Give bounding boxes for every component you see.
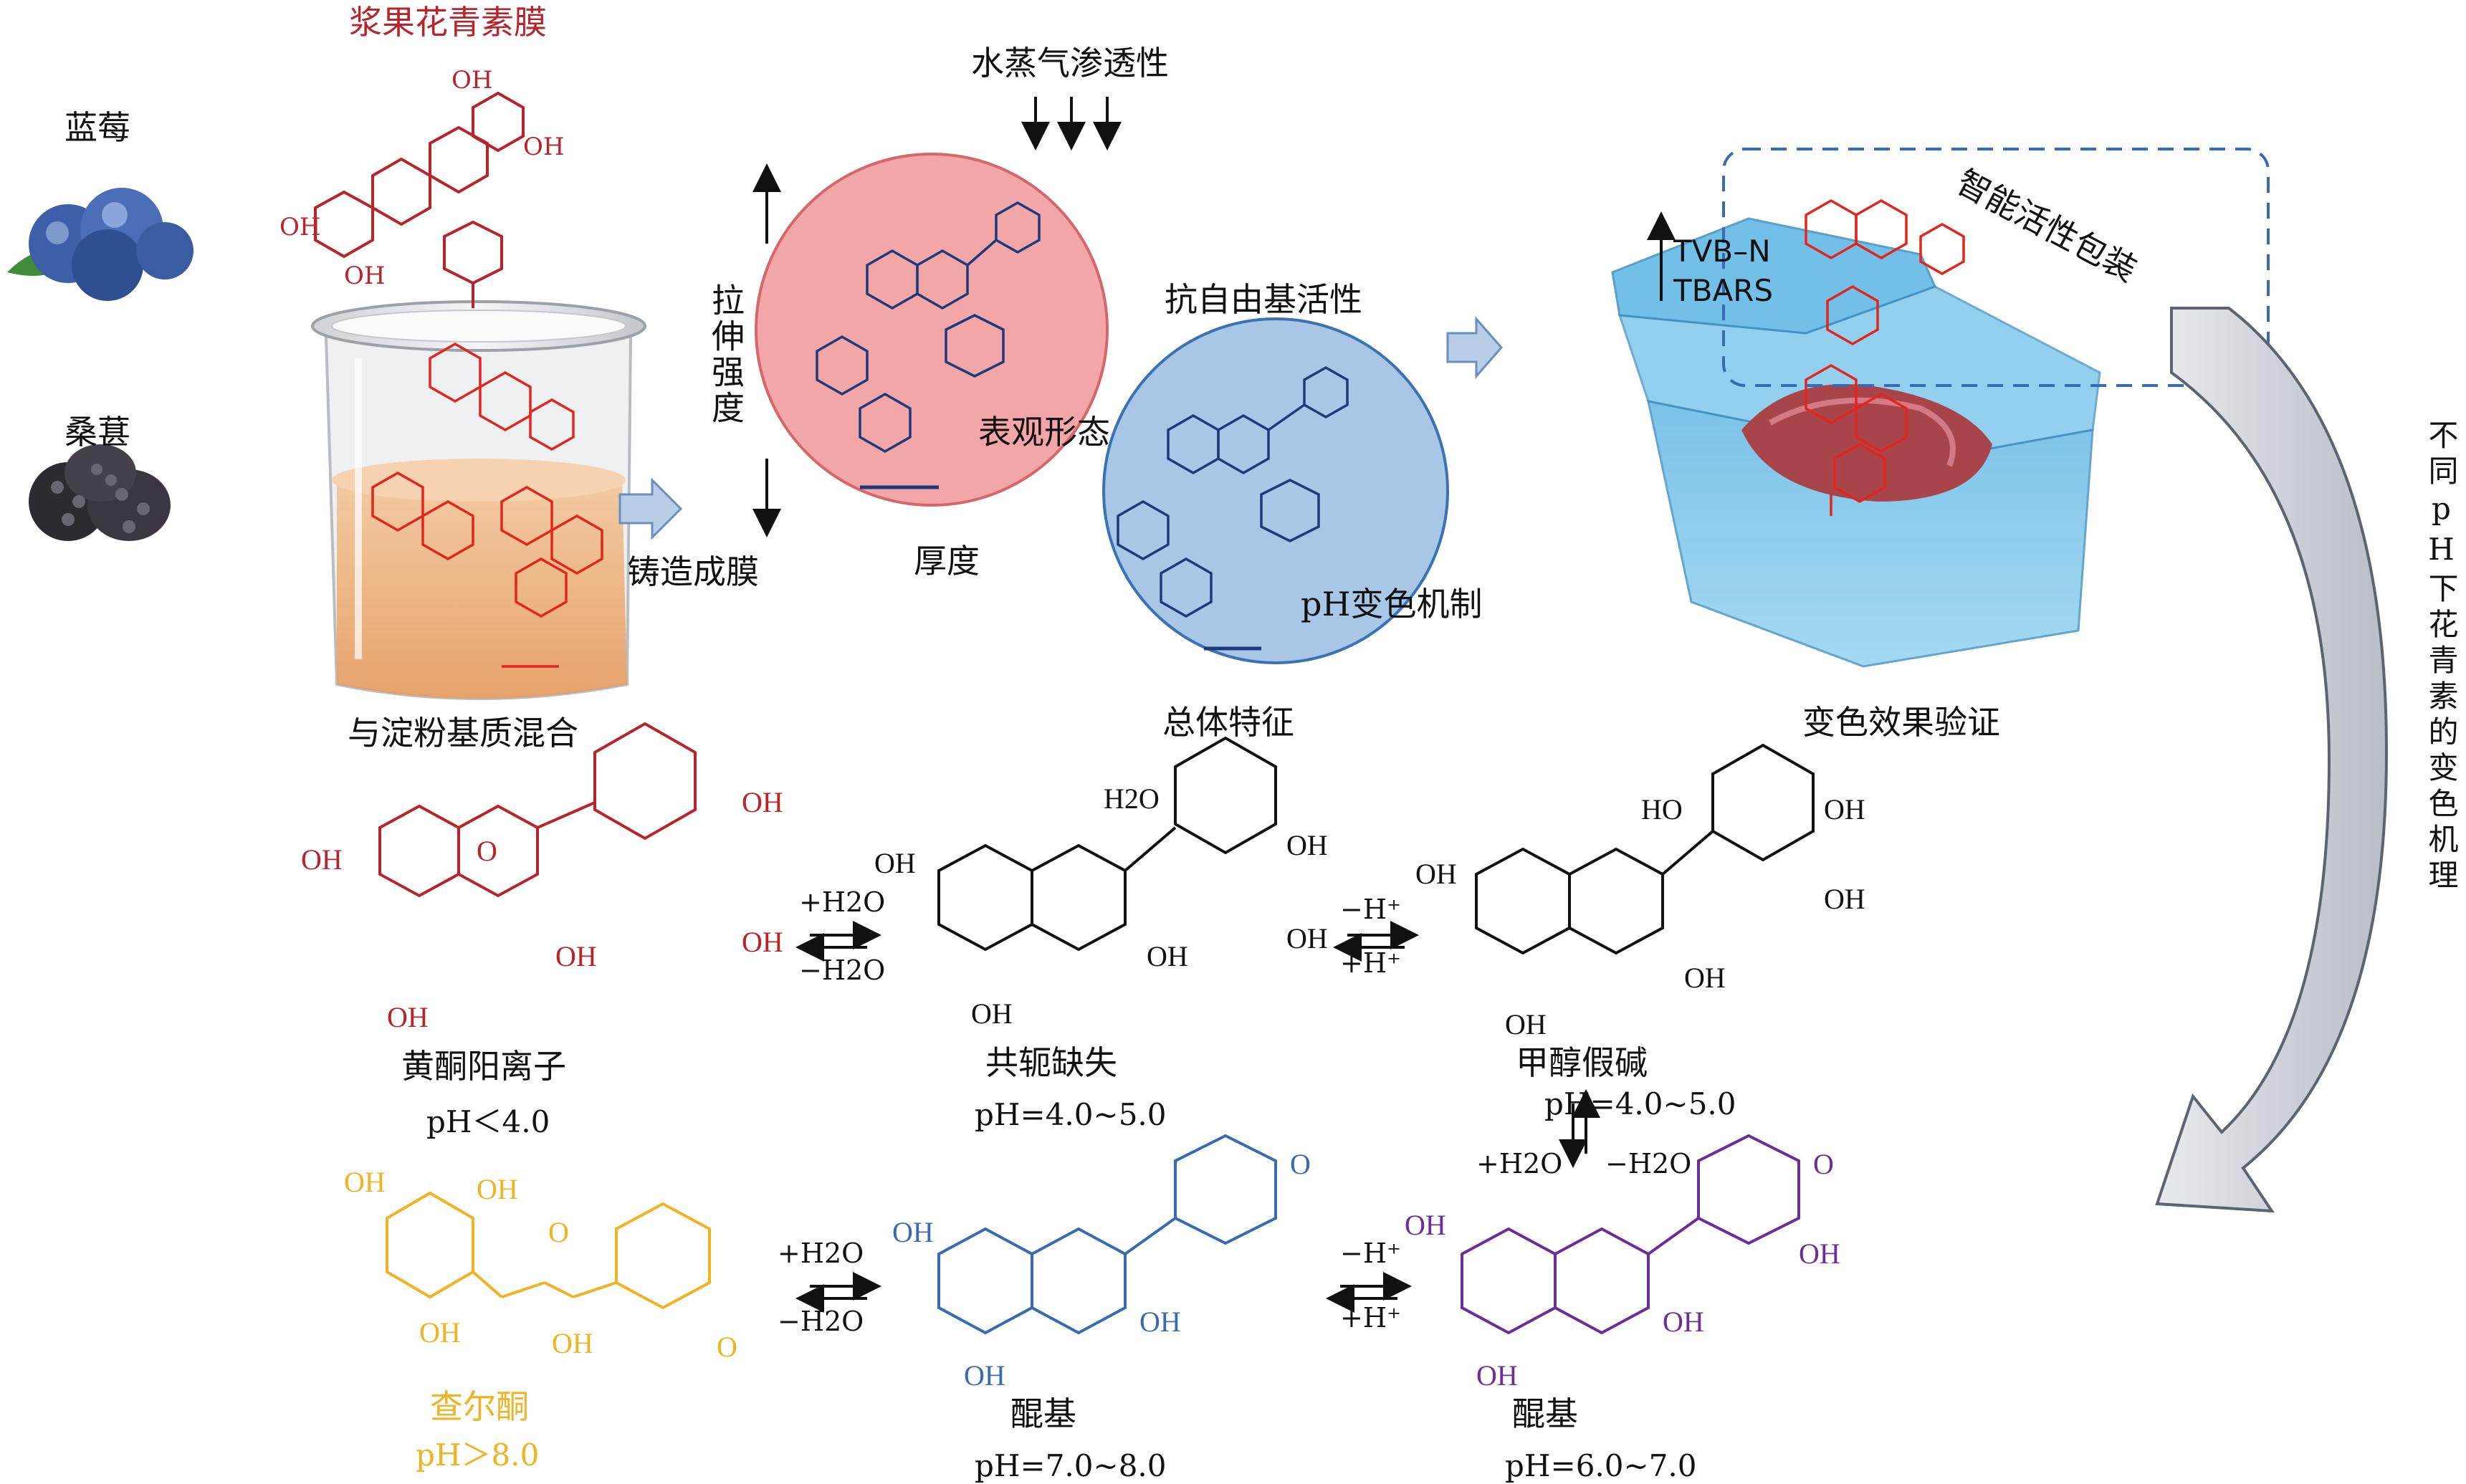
mulberry-image bbox=[29, 444, 171, 541]
flavylium-o: O bbox=[477, 835, 497, 867]
film-molecule-oh-1: OH bbox=[451, 66, 493, 95]
beaker-molecule-structure bbox=[314, 91, 525, 308]
properties-circle-pink bbox=[755, 153, 1109, 507]
beaker-inner-molecules bbox=[371, 342, 603, 668]
chalcone-oh-2: OH bbox=[477, 1173, 518, 1205]
equilibrium-arrows bbox=[795, 921, 1600, 1313]
quinoidal-blue-ph: pH=7.0~8.0 bbox=[975, 1448, 1167, 1483]
quinoidal-purple-structure bbox=[1461, 1134, 1800, 1335]
quinoidal-purple-oh-3: OH bbox=[1663, 1306, 1704, 1338]
mulberry-label: 桑葚 bbox=[64, 413, 130, 451]
conj-oh-3: OH bbox=[1147, 940, 1188, 972]
conjugation-loss-ph: pH=4.0~5.0 bbox=[975, 1097, 1167, 1132]
flavylium-oh-bottom: OH bbox=[742, 926, 783, 958]
carbinol-name: 甲醇假碱 bbox=[1516, 1043, 1648, 1082]
eq2-oh: OH bbox=[1286, 922, 1328, 954]
side-label: 不同pH下花青素的变色机理 bbox=[2424, 419, 2459, 895]
curved-grey-arrow bbox=[2155, 307, 2389, 1213]
chalcone-o: O bbox=[548, 1216, 569, 1248]
overall-label: 总体特征 bbox=[1162, 703, 1294, 742]
eq5-bottom-label: +H⁺ bbox=[1340, 1302, 1402, 1334]
quinoidal-purple-oh-right: OH bbox=[1799, 1238, 1840, 1270]
thickness-label: 厚度 bbox=[914, 542, 980, 580]
eq4-top-label: +H2O bbox=[778, 1238, 864, 1269]
packaging-box-image bbox=[1611, 217, 2101, 668]
eq1-bottom-label: −H2O bbox=[799, 954, 886, 986]
vapor-label: 水蒸气渗透性 bbox=[971, 44, 1169, 82]
chalcone-oh-4: OH bbox=[552, 1327, 593, 1359]
quinoidal-purple-ph: pH=6.0~7.0 bbox=[1505, 1448, 1697, 1483]
conj-oh-right: OH bbox=[1286, 829, 1328, 861]
chalcone-oh-3: OH bbox=[419, 1316, 461, 1349]
carbinol-oh-5: OH bbox=[1505, 1008, 1547, 1040]
chalcone-o-minus: O bbox=[717, 1331, 737, 1363]
eq5-top-label: −H⁺ bbox=[1340, 1238, 1402, 1269]
blue-circle-molecule bbox=[1117, 365, 1349, 651]
flavylium-structure bbox=[378, 722, 697, 898]
film-title: 浆果花青素膜 bbox=[349, 3, 547, 42]
cast-label: 铸造成膜 bbox=[627, 552, 759, 591]
flavylium-oh-left: OH bbox=[301, 843, 343, 876]
quinoidal-blue-oh-left: OH bbox=[892, 1216, 934, 1248]
quinoidal-blue-o: O bbox=[1290, 1148, 1311, 1180]
quinoidal-blue-name: 醌基 bbox=[1010, 1394, 1076, 1433]
flavylium-name: 黄酮阳离子 bbox=[401, 1047, 566, 1086]
flavylium-ph: pH＜4.0 bbox=[426, 1104, 550, 1139]
carbinol-oh-top: OH bbox=[1824, 793, 1865, 825]
process-arrow-1 bbox=[618, 477, 683, 540]
tvbn-label: TVB–N bbox=[1673, 234, 1771, 269]
eq1-top-label: +H2O bbox=[799, 886, 886, 918]
quinoidal-purple-oh-5: OH bbox=[1476, 1359, 1518, 1392]
tensile-label: 拉伸强度 bbox=[707, 283, 745, 426]
appearance-label: 表观形态 bbox=[978, 413, 1110, 451]
antioxidant-label: 抗自由基活性 bbox=[1165, 280, 1362, 319]
quinoidal-blue-oh-5: OH bbox=[964, 1359, 1005, 1392]
ph-mechanism-label: pH变色机制 bbox=[1301, 585, 1483, 623]
film-molecule-oh-3: OH bbox=[279, 213, 321, 241]
carbinol-ph: pH=4.0~5.0 bbox=[1544, 1086, 1736, 1121]
beaker-image bbox=[311, 300, 646, 700]
conj-oh-left: OH bbox=[874, 847, 916, 879]
eq4-bottom-label: −H2O bbox=[778, 1306, 864, 1337]
carbinol-oh-3: OH bbox=[1684, 962, 1726, 994]
quinoidal-blue-oh-3: OH bbox=[1139, 1306, 1181, 1338]
blueberry-label: 蓝莓 bbox=[64, 108, 130, 147]
flavylium-oh-3: OH bbox=[555, 940, 597, 972]
carbinol-ho: HO bbox=[1641, 793, 1683, 825]
flavylium-oh-5: OH bbox=[387, 1001, 429, 1033]
box-molecule-structure bbox=[1805, 198, 1965, 516]
vapor-arrows bbox=[1021, 97, 1122, 150]
quinoidal-purple-name: 醌基 bbox=[1512, 1394, 1578, 1433]
quinoidal-purple-o: O bbox=[1813, 1148, 1834, 1180]
carbinol-oh-bottom: OH bbox=[1824, 883, 1865, 915]
chalcone-structure bbox=[386, 1191, 711, 1310]
process-arrow-2 bbox=[1446, 316, 1503, 379]
eq2-bottom-label: +H⁺ bbox=[1340, 947, 1402, 979]
film-molecule-oh-4: OH bbox=[344, 262, 386, 290]
quinoidal-blue-structure bbox=[937, 1134, 1277, 1335]
eq3-right-label: −H2O bbox=[1605, 1148, 1692, 1179]
conjugation-loss-structure bbox=[937, 736, 1277, 952]
flavylium-oh-top: OH bbox=[742, 786, 783, 818]
verify-label: 变色效果验证 bbox=[1802, 703, 2000, 742]
eq2-top-label: −H⁺ bbox=[1340, 894, 1402, 925]
chalcone-name: 查尔酮 bbox=[430, 1387, 529, 1426]
blueberry-image bbox=[7, 188, 193, 301]
chalcone-ph: pH＞8.0 bbox=[416, 1437, 540, 1473]
chalcone-oh-1: OH bbox=[344, 1166, 386, 1198]
mix-label: 与淀粉基质混合 bbox=[348, 714, 578, 752]
conj-oh-5: OH bbox=[971, 997, 1013, 1030]
film-molecule-oh-2: OH bbox=[523, 133, 565, 161]
quinoidal-purple-oh-left: OH bbox=[1405, 1209, 1446, 1241]
carbinol-oh-left: OH bbox=[1415, 858, 1457, 890]
conj-h2o: H2O bbox=[1104, 782, 1160, 815]
conjugation-loss-name: 共轭缺失 bbox=[985, 1043, 1117, 1082]
eq3-left-label: +H2O bbox=[1476, 1148, 1563, 1179]
carbinol-base-structure bbox=[1475, 743, 1815, 955]
pink-circle-molecule bbox=[816, 201, 1041, 489]
intelligent-packaging-dashed-frame bbox=[1722, 148, 2270, 387]
tbars-label: TBARS bbox=[1673, 273, 1774, 308]
properties-circle-blue bbox=[1102, 317, 1449, 664]
